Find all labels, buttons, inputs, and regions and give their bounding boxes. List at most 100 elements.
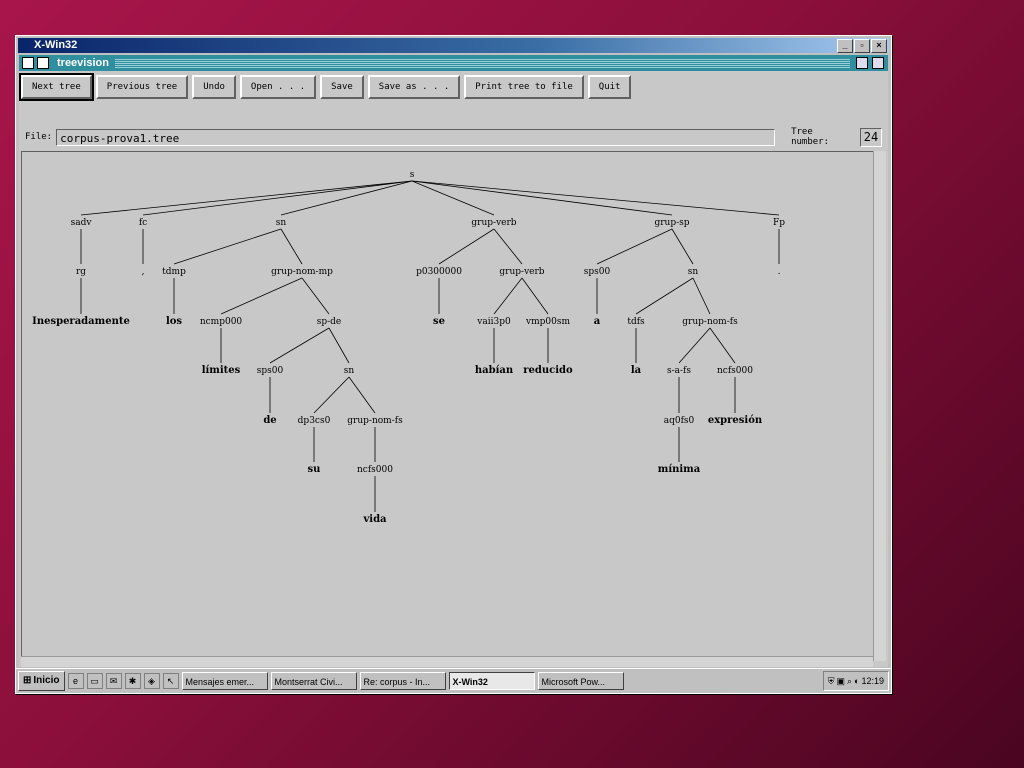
clock: 12:19 bbox=[861, 676, 884, 686]
save-button[interactable]: Save bbox=[320, 75, 364, 99]
resize-icon[interactable] bbox=[856, 57, 868, 69]
tree-edge bbox=[313, 376, 350, 414]
outlook-icon[interactable]: ✉ bbox=[105, 673, 122, 689]
window-titlebar[interactable]: X-Win32 _ ▫ × bbox=[18, 38, 889, 53]
tree-edge bbox=[596, 228, 673, 265]
tree-leaf-word: expresión bbox=[708, 415, 763, 426]
tree-node-label: grup-nom-fs bbox=[347, 416, 403, 426]
tree-edge bbox=[220, 277, 303, 315]
tree-edge bbox=[348, 376, 376, 414]
open-button[interactable]: Open . . . bbox=[239, 75, 317, 99]
window-menu-icon[interactable] bbox=[22, 57, 34, 69]
next-tree-button[interactable]: Next tree bbox=[19, 73, 94, 101]
tree-node-label: tdfs bbox=[627, 317, 645, 327]
vertical-scrollbar[interactable] bbox=[873, 151, 886, 661]
tree-leaf-word: de bbox=[263, 415, 276, 426]
file-line: File: corpus-prova1.tree Tree number: 24 bbox=[25, 127, 882, 147]
tree-edge bbox=[671, 228, 694, 265]
print-tree-button[interactable]: Print tree to file bbox=[464, 75, 584, 99]
tree-edge bbox=[411, 180, 495, 216]
tree-node-label: sps00 bbox=[584, 267, 611, 277]
tree-node-label: sn bbox=[688, 267, 699, 277]
task-powerpoint[interactable]: Microsoft Pow... bbox=[537, 672, 624, 690]
tree-edge bbox=[173, 228, 282, 265]
tree-node-label: grup-verb bbox=[499, 267, 544, 277]
tree-node-label: . bbox=[778, 267, 781, 277]
tree-edge bbox=[635, 277, 694, 315]
tree-edge bbox=[692, 277, 711, 315]
tree-leaf-word: límites bbox=[202, 365, 241, 376]
tree-edge bbox=[328, 327, 350, 364]
iconify-icon[interactable] bbox=[37, 57, 49, 69]
task-montserrat[interactable]: Montserrat Civi... bbox=[270, 672, 357, 690]
maximize-icon[interactable] bbox=[872, 57, 884, 69]
tree-edge bbox=[301, 277, 330, 315]
tree-node-label: sps00 bbox=[257, 366, 284, 376]
app-icon[interactable]: ✱ bbox=[124, 673, 141, 689]
search-icon[interactable]: ⌕ bbox=[846, 675, 853, 686]
system-tray: ⛨ ▣ ⌕ ◐ 12:19 bbox=[822, 671, 889, 691]
ie-icon[interactable]: e bbox=[67, 673, 84, 689]
tree-node-label: grup-nom-mp bbox=[271, 267, 333, 277]
tree-node-label: grup-nom-fs bbox=[682, 317, 738, 327]
previous-tree-button[interactable]: Previous tree bbox=[95, 75, 189, 99]
task-xwin32[interactable]: X-Win32 bbox=[448, 672, 535, 690]
tree-edge bbox=[493, 228, 523, 265]
undo-button[interactable]: Undo bbox=[192, 75, 236, 99]
tree-leaf-word: reducido bbox=[523, 365, 573, 376]
tree-node-label: sadv bbox=[71, 218, 93, 228]
tree-leaf-word: mínima bbox=[658, 464, 701, 475]
tree-edge bbox=[438, 228, 495, 265]
task-re-corpus[interactable]: Re: corpus - In... bbox=[359, 672, 446, 690]
toolbar: Next tree Previous tree Undo Open . . . … bbox=[19, 73, 632, 101]
minimize-button[interactable]: _ bbox=[837, 39, 853, 53]
tree-edge bbox=[411, 180, 673, 216]
title-stripe bbox=[114, 58, 850, 68]
tree-node-label: Fp bbox=[773, 218, 785, 228]
shield-icon[interactable]: ⛨ bbox=[827, 675, 835, 686]
tree-leaf-word: vida bbox=[362, 514, 387, 525]
start-label: Inicio bbox=[33, 675, 60, 686]
xwin32-window: X-Win32 _ ▫ × treevision Next tree Previ… bbox=[15, 35, 892, 694]
tree-number-field[interactable]: 24 bbox=[860, 127, 882, 147]
close-button[interactable]: × bbox=[871, 39, 887, 53]
tree-edge bbox=[493, 277, 523, 315]
file-field[interactable]: corpus-prova1.tree bbox=[56, 128, 776, 146]
tree-edge bbox=[678, 327, 711, 364]
tree-node-label: sn bbox=[276, 218, 287, 228]
tree-edge bbox=[80, 180, 413, 216]
tree-node-label: tdmp bbox=[162, 267, 186, 277]
tree-node-label: vmp00sm bbox=[525, 317, 570, 327]
tree-node-label: ncfs000 bbox=[357, 465, 393, 475]
file-label: File: bbox=[25, 132, 53, 142]
tree-node-label: rg bbox=[76, 267, 86, 277]
start-button[interactable]: ⊞ Inicio bbox=[18, 671, 65, 691]
tool-icon[interactable]: ◈ bbox=[143, 673, 160, 689]
tree-leaf-word: la bbox=[631, 365, 642, 376]
xwin-quick-icon[interactable]: ↖ bbox=[162, 673, 179, 689]
horizontal-scrollbar[interactable] bbox=[21, 656, 873, 667]
messenger-icon[interactable]: ◐ bbox=[854, 676, 860, 686]
tree-leaf-word: su bbox=[308, 464, 321, 475]
tree-node-label: sp-de bbox=[317, 317, 342, 327]
tree-node-label: dp3cs0 bbox=[298, 416, 331, 426]
tree-edge bbox=[521, 277, 549, 315]
tree-node-label: fc bbox=[139, 218, 147, 228]
desktop-icon[interactable]: ▭ bbox=[86, 673, 103, 689]
tree-edge bbox=[280, 180, 413, 216]
task-mensajes[interactable]: Mensajes emer... bbox=[181, 672, 268, 690]
window-title: X-Win32 bbox=[34, 39, 78, 51]
network-icon[interactable]: ▣ bbox=[836, 675, 845, 686]
tree-node-label: ncmp000 bbox=[200, 317, 243, 327]
save-as-button[interactable]: Save as . . . bbox=[367, 75, 461, 99]
maximize-button[interactable]: ▫ bbox=[854, 39, 870, 53]
tree-node-label: ncfs000 bbox=[717, 366, 753, 376]
tree-number-label: Tree number: bbox=[791, 127, 830, 147]
app-title: treevision bbox=[57, 57, 109, 69]
tree-leaf-word: los bbox=[166, 316, 182, 327]
app-titlebar[interactable]: treevision bbox=[19, 55, 888, 71]
tree-node-label: s-a-fs bbox=[667, 366, 691, 376]
quit-button[interactable]: Quit bbox=[587, 75, 632, 99]
tree-edge bbox=[142, 180, 413, 216]
